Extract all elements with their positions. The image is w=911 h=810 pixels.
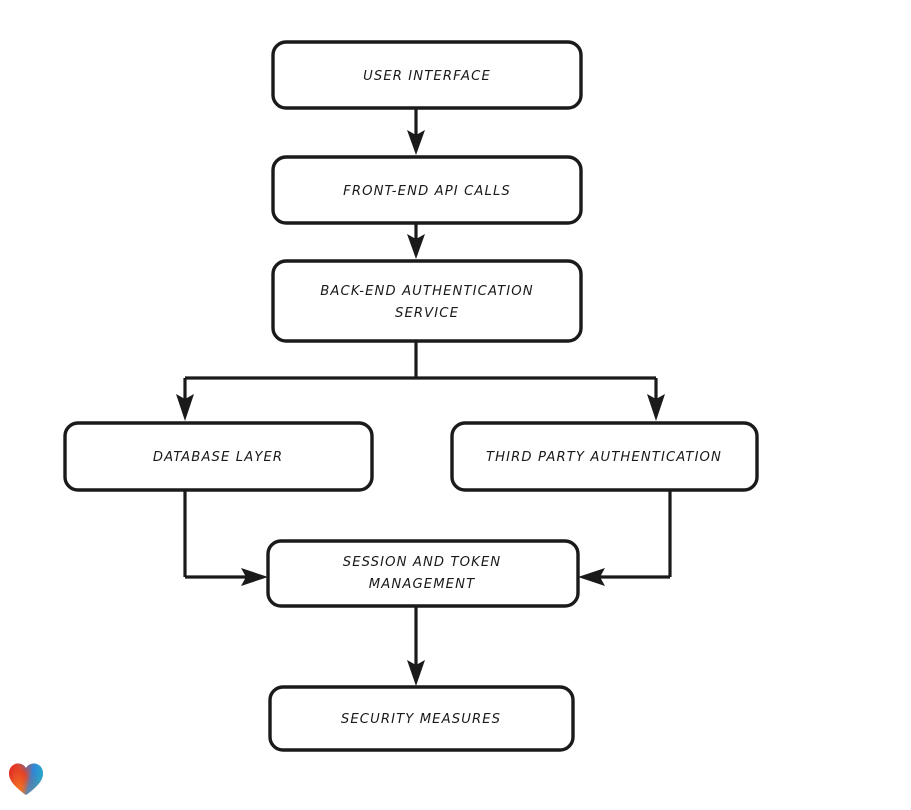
edge-session-token-mgmt-to-security-measures: [407, 606, 425, 686]
edge-database-layer-to-session-token-mgmt: [183, 490, 268, 586]
node-security-measures[interactable]: SECURITY MEASURES: [268, 685, 575, 752]
node-database-layer-shape: [63, 421, 374, 492]
node-front-end-api-calls-shape: [271, 155, 583, 225]
heart-icon: [8, 762, 44, 796]
node-third-party-auth-label: THIRD PARTY AUTHENTICATION: [486, 450, 722, 465]
node-user-interface[interactable]: USER INTERFACE: [271, 40, 583, 110]
edge-user-interface-to-front-end-api-calls: [407, 108, 425, 155]
node-session-token-mgmt-shape: [266, 539, 580, 608]
edge-front-end-api-calls-to-back-end-auth-service: [407, 223, 425, 259]
node-back-end-auth-service-label-line1: BACK-END AUTHENTICATION: [320, 284, 533, 299]
node-third-party-auth-shape: [450, 421, 759, 492]
heart-icon-overlay: [9, 763, 43, 795]
node-back-end-auth-service-shape: [271, 259, 583, 343]
node-database-layer[interactable]: DATABASE LAYER: [63, 421, 374, 492]
node-back-end-auth-service-label-line2: SERVICE: [395, 306, 459, 321]
heart-icon-svg: [9, 763, 43, 795]
node-user-interface-label: USER INTERFACE: [363, 69, 491, 84]
node-front-end-api-calls[interactable]: FRONT-END API CALLS: [271, 155, 583, 225]
node-front-end-api-calls-label: FRONT-END API CALLS: [343, 184, 511, 199]
node-user-interface-shape: [271, 40, 583, 110]
node-security-measures-label: SECURITY MEASURES: [341, 712, 501, 727]
node-security-measures-shape: [268, 685, 575, 752]
node-third-party-auth[interactable]: THIRD PARTY AUTHENTICATION: [450, 421, 759, 492]
node-database-layer-label: DATABASE LAYER: [153, 450, 283, 465]
edge-back-end-auth-service-split: [176, 341, 665, 421]
edge-third-party-auth-to-session-token-mgmt: [578, 490, 672, 586]
node-session-token-mgmt-label-line2: MANAGEMENT: [369, 577, 475, 592]
node-back-end-auth-service[interactable]: BACK-END AUTHENTICATION SERVICE: [271, 259, 583, 343]
node-session-token-mgmt-label-line1: SESSION AND TOKEN: [343, 555, 502, 570]
node-session-token-mgmt[interactable]: SESSION AND TOKEN MANAGEMENT: [266, 539, 580, 608]
